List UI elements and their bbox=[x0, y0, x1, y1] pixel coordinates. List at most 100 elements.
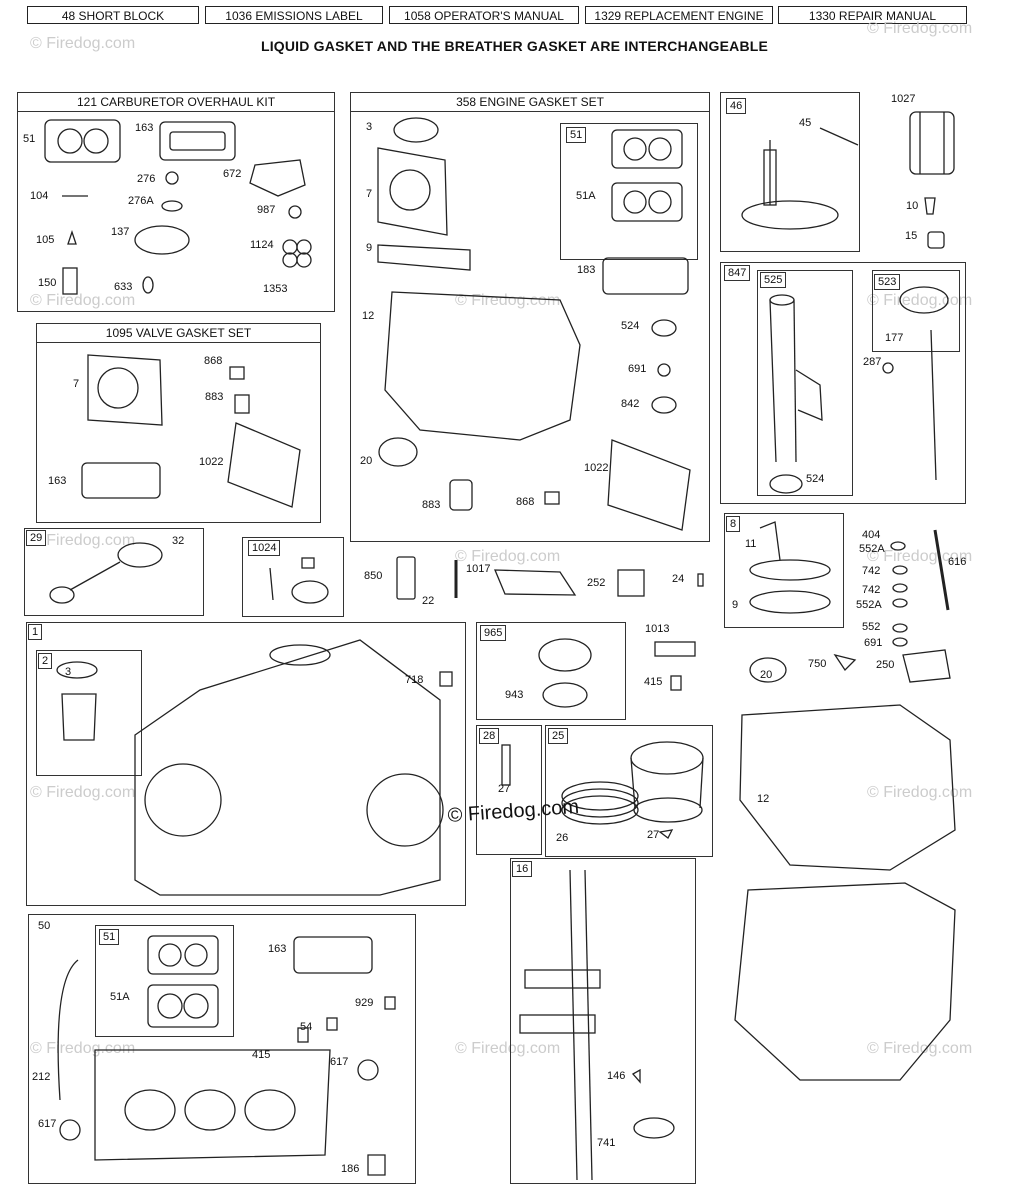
washer-276 bbox=[165, 171, 179, 185]
callout-label: 691 bbox=[628, 363, 647, 375]
seal-3-block bbox=[56, 661, 98, 679]
gov-404 bbox=[890, 541, 906, 551]
callout-label: 868 bbox=[516, 496, 535, 508]
oring-524-tube bbox=[769, 474, 803, 494]
header-tab-operators-manual[interactable]: 1058 OPERATOR'S MANUAL bbox=[389, 6, 579, 24]
pump-cover-965 bbox=[538, 638, 592, 672]
callout-label: 150 bbox=[38, 277, 57, 289]
callout-label: 633 bbox=[114, 281, 133, 293]
valve-gasket-7 bbox=[87, 354, 163, 426]
callout-box-label: 16 bbox=[512, 861, 533, 877]
camshaft-46 bbox=[741, 140, 839, 230]
callout-label: 1027 bbox=[891, 93, 916, 105]
callout-label: 741 bbox=[597, 1137, 616, 1149]
callout-label: 552 bbox=[862, 621, 881, 633]
callout-label: 617 bbox=[330, 1056, 349, 1068]
gasket-9 bbox=[377, 244, 471, 271]
callout-box-label: 847 bbox=[724, 265, 751, 281]
callout-label: 883 bbox=[205, 391, 224, 403]
cylinder-head-box bbox=[28, 914, 416, 1184]
callout-label: 252 bbox=[587, 577, 606, 589]
carb-gasket-51 bbox=[44, 119, 121, 163]
callout-label: 987 bbox=[257, 204, 276, 216]
watermark: © Firedog.com bbox=[30, 35, 136, 52]
watermark: © Firedog.com bbox=[867, 1040, 973, 1057]
screw-54 bbox=[326, 1017, 338, 1031]
callout-box-label: 28 bbox=[479, 728, 500, 744]
cylinder-block-box bbox=[26, 622, 466, 906]
wire-212 bbox=[57, 959, 79, 1101]
callout-label: 883 bbox=[422, 499, 441, 511]
callout-label: 32 bbox=[172, 535, 185, 547]
oring-617 bbox=[357, 1059, 379, 1081]
callout-label: 552A bbox=[856, 599, 882, 611]
camshaft-box bbox=[720, 92, 860, 252]
connecting-rod-box bbox=[24, 528, 204, 616]
callout-label: 552A bbox=[859, 543, 885, 555]
block-252 bbox=[617, 569, 645, 597]
header-tab-repair-manual[interactable]: 1330 REPAIR MANUAL bbox=[778, 6, 967, 24]
header-tab-short-block[interactable]: 48 SHORT BLOCK bbox=[27, 6, 199, 24]
callout-label: 146 bbox=[607, 1070, 626, 1082]
callout-label: 276 bbox=[137, 173, 156, 185]
watermark: © Firedog.com bbox=[867, 548, 973, 565]
valve-cover-gasket-1022 bbox=[227, 422, 301, 508]
oil-filter-1027 bbox=[909, 111, 955, 175]
callout-label: 1124 bbox=[250, 239, 274, 251]
dipstick-tube-box bbox=[720, 262, 966, 504]
pin-28 bbox=[501, 744, 511, 786]
crankcase-cover bbox=[734, 882, 956, 1081]
plug-415-lower bbox=[297, 1027, 309, 1043]
washer-633 bbox=[142, 276, 154, 294]
watermark: © Firedog.com bbox=[30, 1040, 136, 1057]
callout-label: 250 bbox=[876, 659, 895, 671]
crankshaft-box bbox=[510, 858, 696, 1184]
oil-pump-1024 bbox=[269, 557, 329, 604]
callout-label: 15 bbox=[905, 230, 918, 242]
callout-box-label: 965 bbox=[480, 625, 507, 641]
header-tab-replacement-engine[interactable]: 1329 REPLACEMENT ENGINE bbox=[585, 6, 773, 24]
callout-label: 12 bbox=[362, 310, 375, 322]
callout-label: 404 bbox=[862, 529, 881, 541]
gasket-150 bbox=[62, 267, 78, 295]
callout-label: 163 bbox=[268, 943, 287, 955]
callout-label: 1017 bbox=[466, 563, 491, 575]
callout-label: 1013 bbox=[645, 623, 670, 635]
oil-pump-cover-box bbox=[476, 622, 626, 720]
crankshaft-16 bbox=[519, 869, 601, 1181]
watermark: © Firedog.com bbox=[30, 292, 136, 309]
callout-label: 3 bbox=[366, 121, 373, 133]
callout-label: 27 bbox=[647, 829, 660, 841]
header-tab-emissions-label[interactable]: 1036 EMISSIONS LABEL bbox=[205, 6, 383, 24]
piston-rings-26 bbox=[561, 781, 639, 825]
callout-label: 742 bbox=[862, 565, 881, 577]
callout-label: 929 bbox=[355, 997, 374, 1009]
dipstick-tube-subbox bbox=[757, 270, 853, 496]
head-gasket-51a-lower bbox=[147, 984, 219, 1028]
gasket-163-valve bbox=[81, 462, 161, 499]
callout-label: 617 bbox=[38, 1118, 57, 1130]
interchangeable-note: LIQUID GASKET AND THE BREATHER GASKET AR… bbox=[260, 38, 769, 54]
seal-subbox bbox=[36, 650, 142, 776]
plug-415 bbox=[670, 675, 682, 691]
valve-gasket-kit-title: 1095 VALVE GASKET SET bbox=[37, 324, 320, 343]
cylinder-head-gasket-subbox bbox=[95, 925, 234, 1037]
callout-label: 24 bbox=[672, 573, 685, 585]
gasket-1124 bbox=[282, 239, 312, 268]
valve-cover-gasket-1022-engine bbox=[607, 439, 691, 531]
gasket-163-lower bbox=[293, 936, 373, 974]
washer-691 bbox=[657, 363, 671, 377]
dipstick-tube-525 bbox=[769, 294, 823, 463]
engine-gasket-set-box: 358 ENGINE GASKET SET bbox=[350, 92, 710, 542]
callout-label: 7 bbox=[73, 378, 80, 390]
callout-label: 10 bbox=[906, 200, 919, 212]
callout-label: 742 bbox=[862, 584, 881, 596]
callout-box-label: 1024 bbox=[248, 540, 281, 556]
callout-label: 850 bbox=[364, 570, 383, 582]
connecting-rod-29 bbox=[49, 542, 163, 604]
callout-label: 105 bbox=[36, 234, 55, 246]
callout-label: 7 bbox=[366, 188, 373, 200]
callout-box-label: 1 bbox=[28, 624, 43, 640]
gasket-883-engine bbox=[449, 479, 473, 511]
